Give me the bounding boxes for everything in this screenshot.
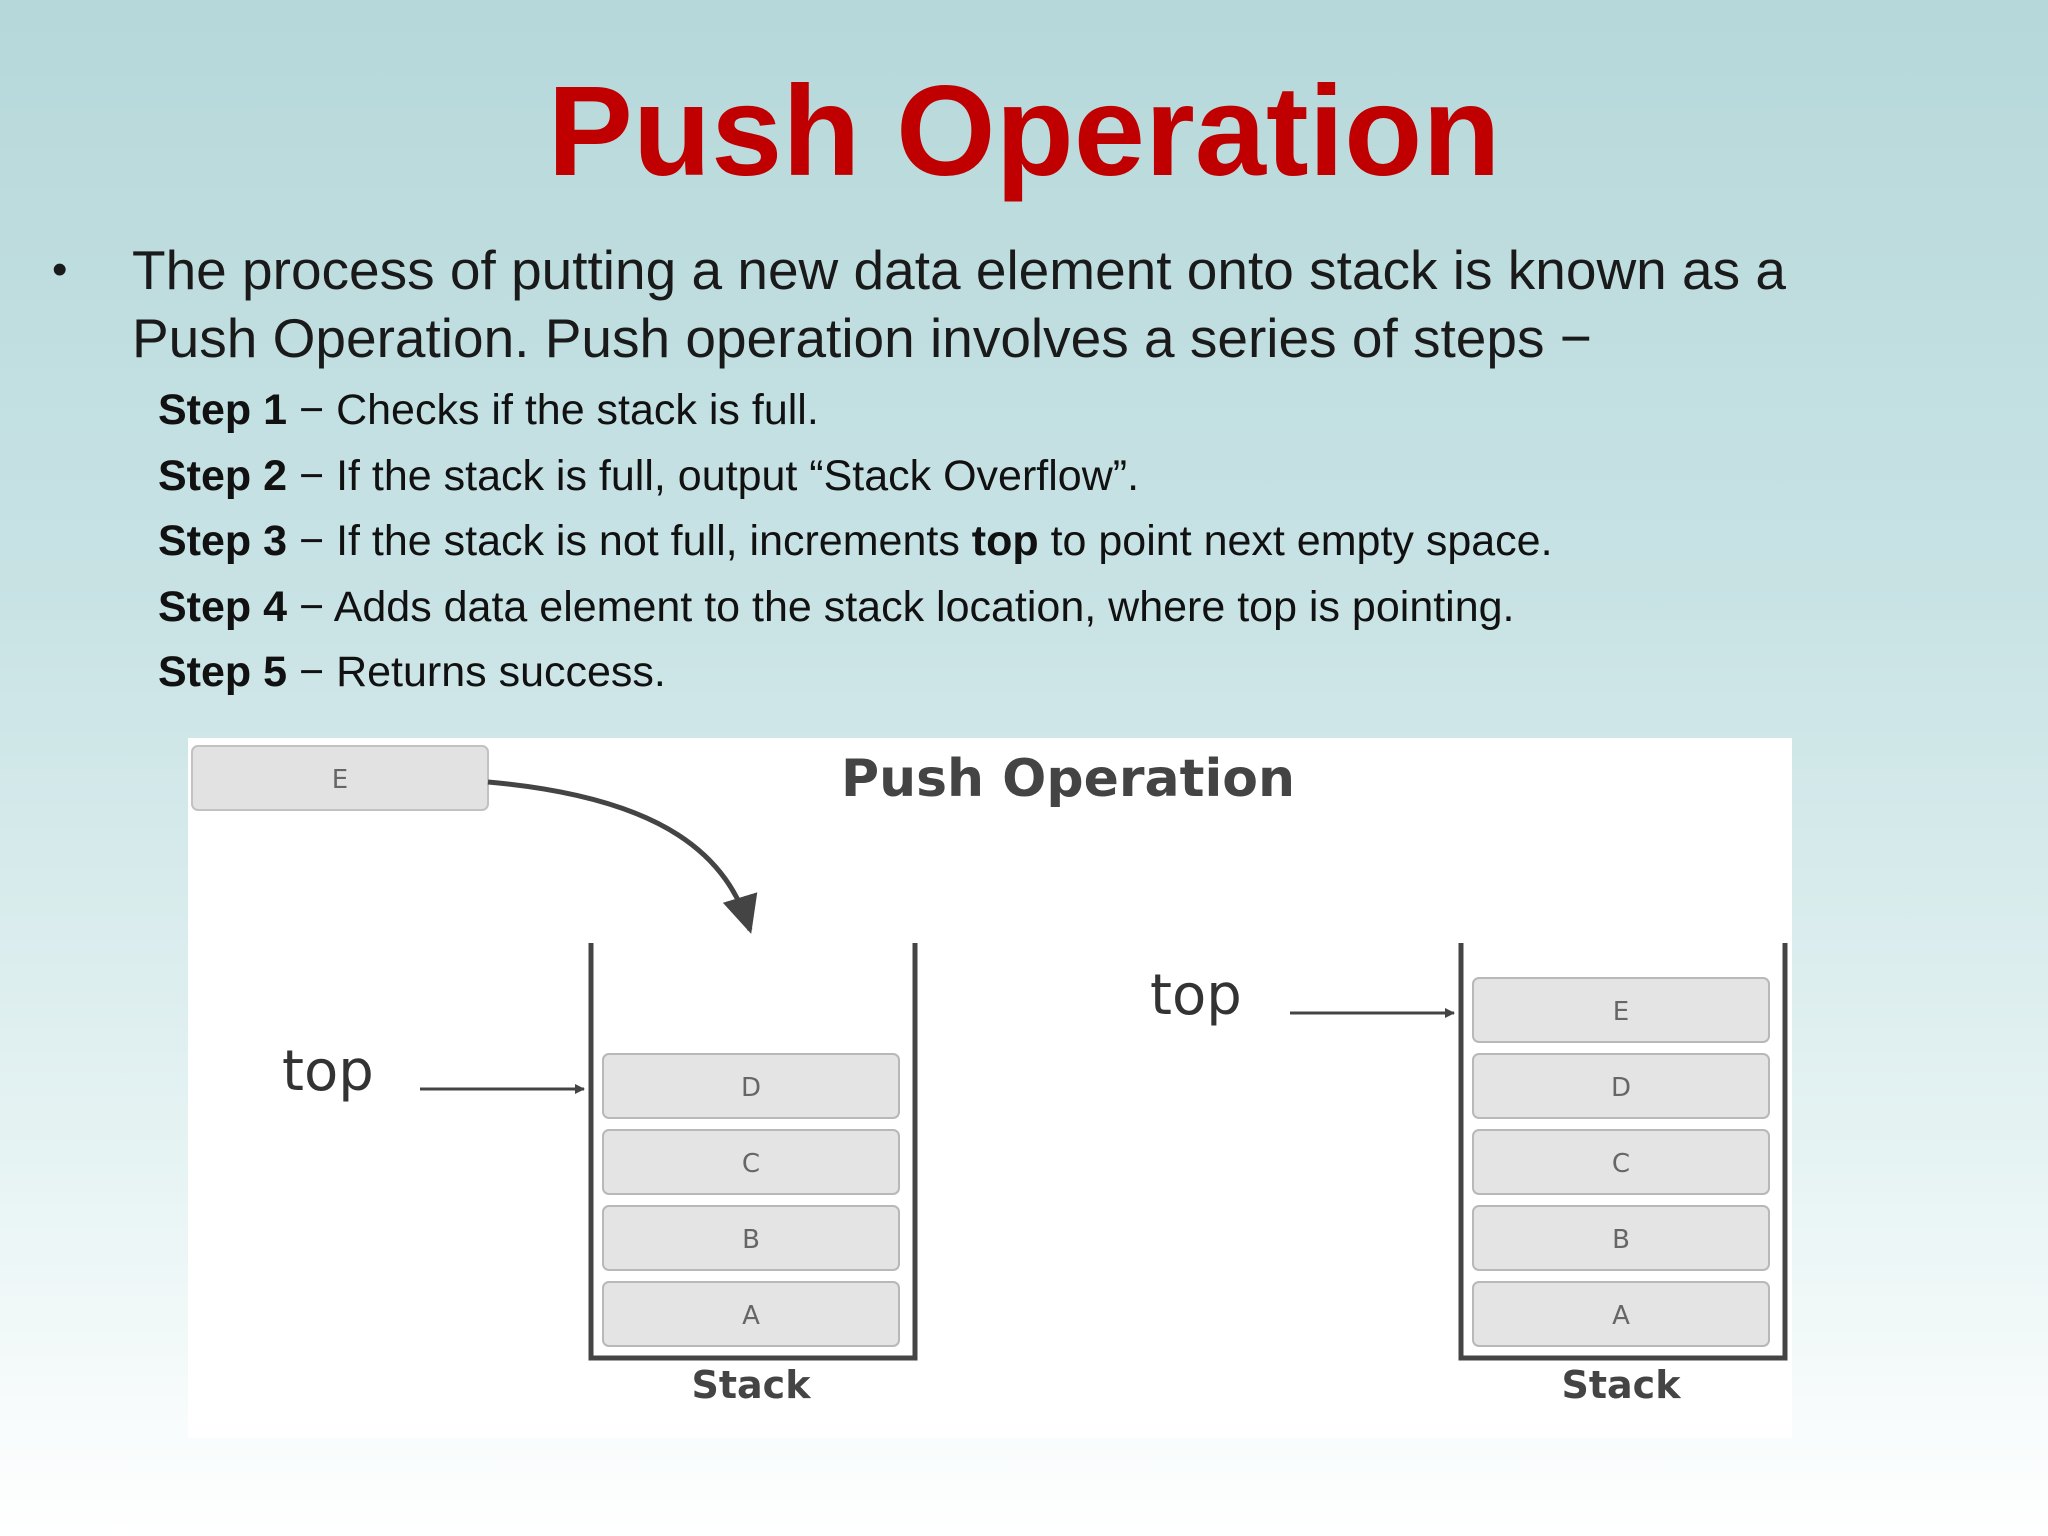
incoming-element-box	[191, 745, 489, 811]
step-separator: −	[287, 648, 337, 696]
left-stack-cell-label-a: A	[742, 1301, 760, 1331]
push-diagram: Push Operation E D C B A top Stack E D C B A to…	[188, 738, 1792, 1438]
step-text: If the stack is not full, increments	[336, 517, 972, 565]
right-stack: E D C B A	[1458, 943, 1788, 1361]
left-top-label: top	[282, 1039, 374, 1104]
left-stack-cell-d	[602, 1053, 900, 1119]
step-text: Checks if the stack is full.	[336, 386, 819, 434]
left-stack: D C B A	[588, 943, 918, 1361]
right-stack-cell-label-d: D	[1611, 1073, 1631, 1103]
right-stack-cell-d	[1472, 1053, 1770, 1119]
step-1: Step 1 − Checks if the stack is full.	[158, 378, 2018, 444]
right-stack-cell-label-c: C	[1612, 1149, 1630, 1179]
step-label: Step 5	[158, 648, 288, 696]
intro-line-2: Push Operation. Push operation involves …	[132, 307, 1592, 369]
left-stack-cell-a	[602, 1281, 900, 1347]
right-stack-caption: Stack	[1562, 1363, 1682, 1407]
push-curve-arrow	[487, 779, 758, 934]
left-stack-caption: Stack	[692, 1363, 812, 1407]
steps-list: Step 1 − Checks if the stack is full. St…	[158, 378, 2018, 706]
right-stack-cell-b	[1472, 1205, 1770, 1271]
step-text: Returns success.	[336, 648, 666, 696]
step-separator: −	[287, 582, 334, 631]
left-stack-cell-label-b: B	[742, 1225, 760, 1255]
intro-line-1: The process of putting a new data elemen…	[132, 239, 1787, 301]
step-5: Step 5 − Returns success.	[158, 640, 2018, 706]
bullet-dot-icon: •	[52, 245, 68, 294]
right-stack-cell-label-b: B	[1612, 1225, 1630, 1255]
right-stack-cell-e	[1472, 977, 1770, 1043]
left-stack-container	[588, 943, 918, 1361]
step-text-after: to point next empty space.	[1038, 517, 1553, 565]
step-separator: −	[287, 451, 337, 500]
step-3: Step 3 − If the stack is not full, incre…	[158, 509, 2018, 575]
step-text: Adds data element to the stack location,…	[333, 582, 1515, 631]
incoming-element-label: E	[332, 765, 348, 795]
left-stack-cell-c	[602, 1129, 900, 1195]
intro-text: The process of putting a new data elemen…	[132, 236, 1992, 372]
right-stack-cell-c	[1472, 1129, 1770, 1195]
left-stack-cell-label-d: D	[741, 1073, 761, 1103]
step-label: Step 2	[158, 451, 288, 500]
slide-title: Push Operation	[547, 60, 1501, 203]
step-separator: −	[287, 517, 337, 565]
push-diagram-svg: Push Operation E D C B A top Stack E D C B A to…	[191, 745, 1788, 1407]
step-text: If the stack is full, output “Stack Over…	[336, 451, 1140, 500]
step-2: Step 2 − If the stack is full, output “S…	[158, 444, 2018, 510]
right-stack-cell-a	[1472, 1281, 1770, 1347]
step-label: Step 4	[158, 582, 288, 631]
left-stack-cell-b	[602, 1205, 900, 1271]
step-bold-word: top	[971, 517, 1039, 565]
step-label: Step 1	[158, 386, 288, 434]
left-stack-cell-label-c: C	[742, 1149, 760, 1179]
right-top-label: top	[1150, 963, 1242, 1028]
step-label: Step 3	[158, 517, 288, 565]
step-separator: −	[287, 386, 337, 434]
diagram-title: Push Operation	[841, 749, 1295, 809]
right-stack-cell-label-a: A	[1612, 1301, 1630, 1331]
right-stack-cell-label-e: E	[1613, 997, 1629, 1027]
right-stack-container	[1458, 943, 1788, 1361]
step-4: Step 4 − Adds data element to the stack …	[158, 575, 2018, 641]
